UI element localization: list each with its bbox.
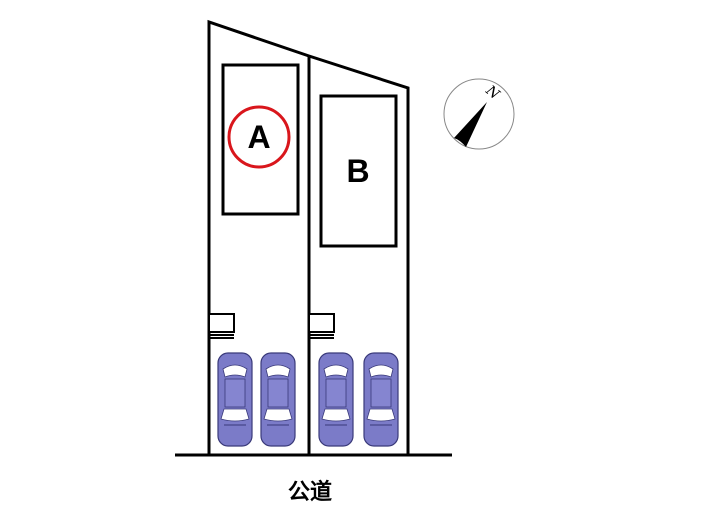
car [260,352,296,447]
house-a[interactable]: A [221,63,300,216]
car [217,352,253,447]
highlight-circle [227,105,291,169]
meter-box-b [308,313,335,339]
house-b[interactable]: B [319,94,398,248]
car [318,352,354,447]
compass-icon: N [443,78,515,150]
car [363,352,399,447]
meter-box-a [208,313,235,339]
lot-label-b: B [346,153,369,189]
road-label: 公道 [287,480,332,505]
lot-label-a: A [247,119,270,155]
lot-outline [175,19,452,457]
